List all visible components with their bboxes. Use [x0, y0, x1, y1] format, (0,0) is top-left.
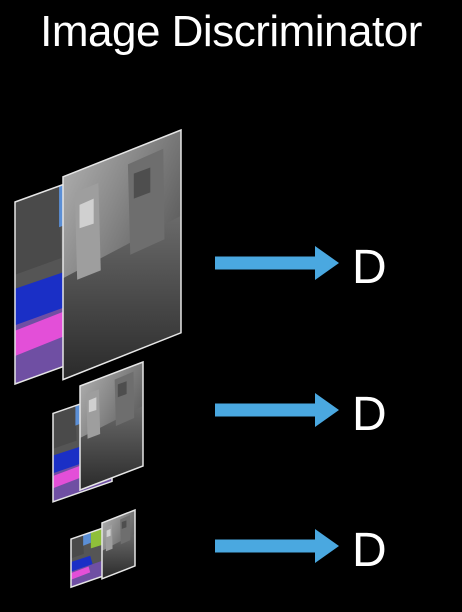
discriminator-label-scale-1: D	[352, 241, 387, 294]
photo-scale-1	[61, 128, 183, 381]
arrow-scale-2	[215, 393, 339, 427]
arrow-scale-3	[215, 529, 339, 563]
discriminator-label-scale-2: D	[352, 388, 387, 441]
discriminator-label-scale-3: D	[352, 524, 387, 577]
diagram-title: Image Discriminator	[40, 7, 422, 56]
arrow-scale-1	[215, 246, 339, 280]
photo-scale-2	[79, 361, 144, 491]
segmentation-map-scale-3	[70, 527, 104, 588]
photo-scale-3	[101, 509, 136, 580]
image-pyramid-scale-2	[52, 361, 144, 503]
image-pyramid-scale-1	[13, 128, 183, 386]
image-pyramid-scale-3	[70, 509, 136, 588]
